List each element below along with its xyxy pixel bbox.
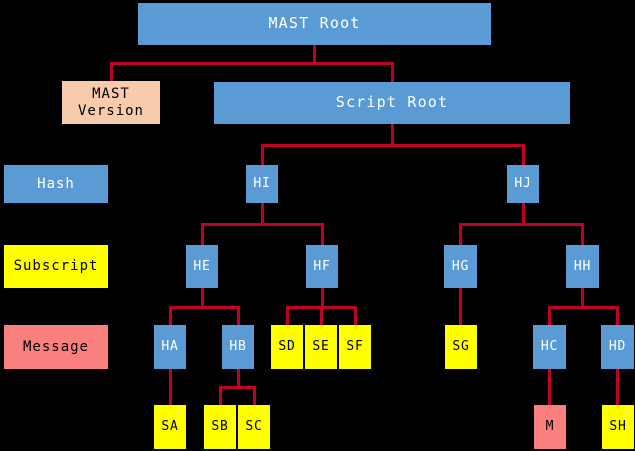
edge-stem-hb (237, 369, 240, 387)
edge-hf-sd (286, 306, 289, 326)
edge-script-root-hj (522, 144, 525, 166)
node-sh[interactable]: SH (602, 405, 634, 449)
node-sb[interactable]: SB (204, 405, 236, 449)
edge-ha-sa (169, 369, 172, 405)
edge-bus-hb (219, 386, 256, 389)
node-se[interactable]: SE (305, 325, 337, 369)
edge-stem-script-root (391, 124, 394, 145)
edge-hb-sb (219, 386, 222, 406)
node-he[interactable]: HE (186, 245, 218, 288)
node-hi[interactable]: HI (246, 165, 278, 203)
edge-bus-hi (201, 223, 324, 226)
edge-he-hb (237, 306, 240, 326)
edge-hi-hf (321, 223, 324, 246)
edge-hi-he (201, 223, 204, 246)
edge-stem-he (201, 288, 204, 307)
node-sd[interactable]: SD (271, 325, 303, 369)
node-mast-version[interactable]: MAST Version (62, 81, 160, 124)
edge-hf-se (320, 306, 323, 326)
node-mast-root[interactable]: MAST Root (138, 3, 491, 45)
edge-stem-mast-root (313, 45, 316, 63)
edge-stem-hf (321, 288, 324, 307)
edge-hf-sf (354, 306, 357, 326)
edge-hd-sh (616, 369, 619, 405)
node-script-root[interactable]: Script Root (214, 82, 570, 124)
edge-hj-hh (581, 223, 584, 246)
edge-bus-hh (548, 306, 619, 309)
edge-stem-hh (581, 288, 584, 307)
edge-hg-sg (459, 288, 462, 325)
node-sg[interactable]: SG (445, 325, 477, 369)
node-hb[interactable]: HB (222, 325, 254, 369)
edge-hc-m (548, 369, 551, 405)
edge-script-root-hi (261, 144, 264, 166)
node-hd[interactable]: HD (601, 325, 634, 369)
node-hj[interactable]: HJ (507, 165, 539, 203)
edge-bus-he (169, 306, 240, 309)
legend-message: Message (4, 325, 108, 369)
edge-mast-root-script-root (391, 62, 394, 83)
edge-stem-hi (261, 203, 264, 224)
edge-he-ha (169, 306, 172, 326)
edge-hb-sc (253, 386, 256, 406)
node-ha[interactable]: HA (154, 325, 186, 369)
legend-hash: Hash (4, 165, 108, 203)
legend-subscript: Subscript (4, 245, 108, 288)
edge-mast-root-mast-version (110, 62, 113, 82)
node-hg[interactable]: HG (444, 245, 477, 288)
edge-hh-hc (548, 306, 551, 326)
node-sa[interactable]: SA (154, 405, 186, 449)
edge-bus-mast-root (110, 62, 394, 65)
node-hh[interactable]: HH (566, 245, 599, 288)
edge-hh-hd (616, 306, 619, 326)
edge-stem-hj (522, 203, 525, 224)
node-hf[interactable]: HF (306, 245, 338, 288)
edge-hj-hg (459, 223, 462, 246)
node-sc[interactable]: SC (238, 405, 270, 449)
node-hc[interactable]: HC (533, 325, 566, 369)
node-m[interactable]: M (534, 405, 566, 449)
edge-bus-hj (459, 223, 584, 226)
edge-bus-script-root (261, 144, 525, 147)
node-sf[interactable]: SF (339, 325, 371, 369)
